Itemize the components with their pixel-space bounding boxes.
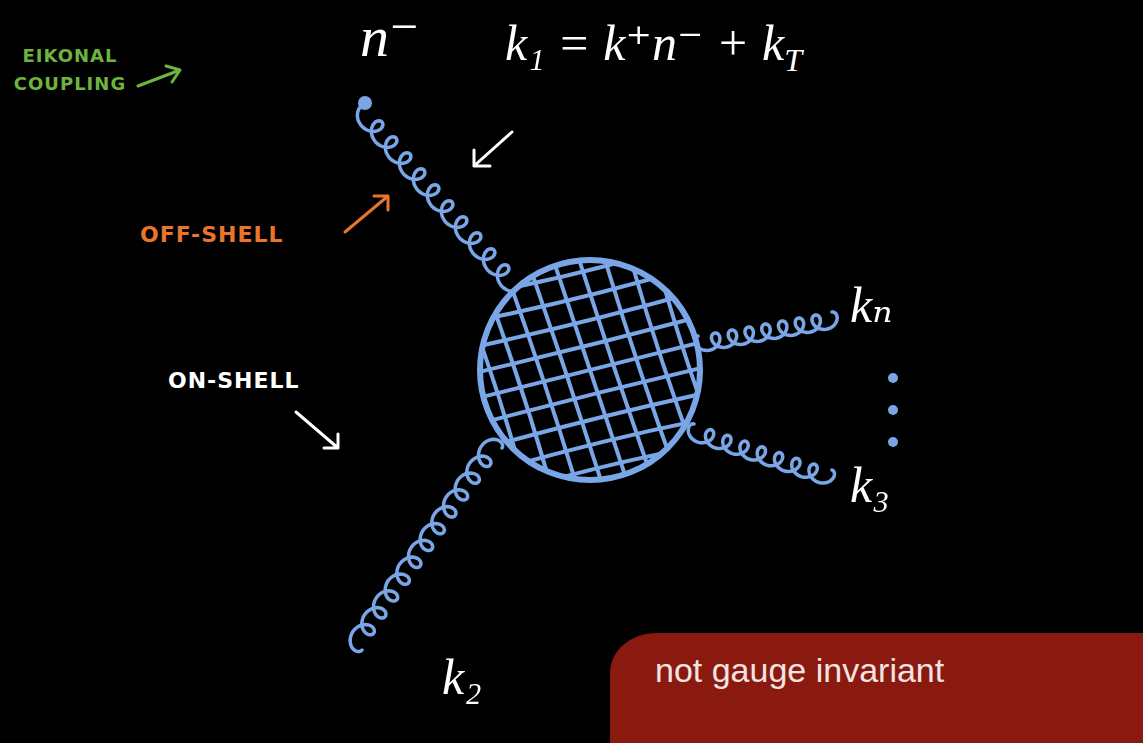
momentum-label: k₂ — [442, 648, 482, 706]
annotation: EIKONAL COUPLING — [6, 42, 134, 98]
pointer-arrow — [138, 66, 180, 86]
annotation: OFF-SHELL — [140, 222, 284, 247]
momentum-label: kₙ — [850, 276, 892, 334]
formula-text: k₁ = k⁺n⁻ + k — [505, 15, 784, 71]
gluon-line — [695, 312, 838, 351]
momentum-formula: k₁ = k⁺n⁻ + kT — [505, 14, 802, 79]
pointer-arrow — [474, 132, 512, 166]
gluon-line — [357, 105, 523, 292]
interaction-blob — [446, 236, 734, 504]
note-text: not gauge invariant — [655, 651, 944, 690]
gluon-line — [688, 424, 834, 483]
pointer-arrow — [296, 412, 338, 448]
annotation: ON-SHELL — [168, 368, 300, 393]
eikonal-vertex — [358, 96, 372, 110]
vector-label: n⁻ — [360, 2, 420, 70]
note-banner: not gauge invariant — [610, 633, 1143, 743]
momentum-label: k₃ — [850, 456, 890, 514]
pointer-arrow — [345, 196, 388, 232]
gluon-line — [350, 439, 503, 651]
subscript: T — [784, 42, 802, 78]
ellipsis-dots — [888, 373, 898, 447]
